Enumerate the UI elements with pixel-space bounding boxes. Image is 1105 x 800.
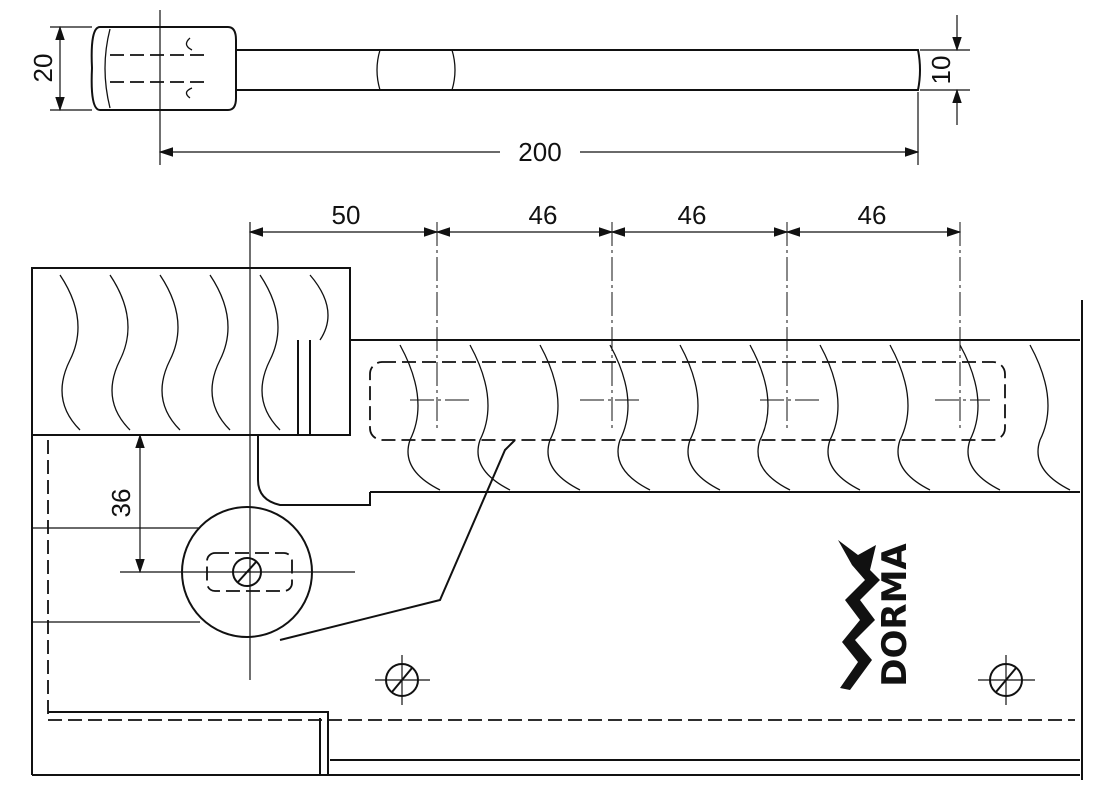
dorma-logo: DORMA <box>838 540 915 690</box>
spacing-dimensions: 50 46 46 46 <box>248 200 962 680</box>
brand-logo: DORMA <box>875 543 915 687</box>
arm-pivot: 36 <box>106 433 355 638</box>
dim-spacing-3: 46 <box>678 200 707 230</box>
screw-icon <box>978 655 1035 705</box>
dim-height-label: 20 <box>28 54 58 83</box>
dim-spacing-4: 46 <box>858 200 887 230</box>
slide-rail <box>369 361 1006 441</box>
arm-top-view: 20 10 200 <box>28 10 970 167</box>
dim-bar-label: 10 <box>926 56 956 85</box>
dim-vertical-label: 36 <box>106 489 136 518</box>
door-leaf <box>255 268 1083 780</box>
door-frame <box>31 267 351 436</box>
screw-icon <box>375 655 430 705</box>
dim-spacing-1: 50 <box>332 200 361 230</box>
closer-body <box>31 435 1080 776</box>
dim-length-label: 200 <box>518 137 561 167</box>
dim-spacing-2: 46 <box>529 200 558 230</box>
